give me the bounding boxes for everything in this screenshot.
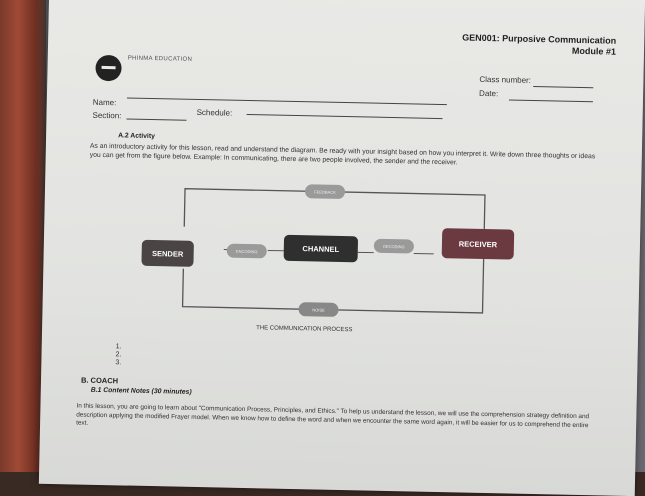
name-label: Name: bbox=[93, 98, 117, 107]
activity-instructions: As an introductory activity for this les… bbox=[90, 143, 600, 171]
section-line bbox=[126, 118, 186, 120]
school-logo-icon bbox=[95, 55, 122, 82]
feedback-pill: FEEDBACK bbox=[305, 184, 345, 199]
logo-text: PHINMA EDUCATION bbox=[128, 55, 192, 62]
class-number-line bbox=[533, 86, 593, 88]
encoding-pill: ENCODING bbox=[227, 244, 267, 259]
module-label: Module #1 bbox=[462, 43, 616, 57]
receiver-box: RECEIVER bbox=[442, 228, 515, 260]
answer-list: 1. 2. 3. bbox=[115, 343, 121, 367]
coach-heading: B. COACH bbox=[81, 377, 118, 386]
document-page: GEN001: Purposive Communication Module #… bbox=[39, 0, 645, 496]
noise-pill: NOISE bbox=[298, 302, 338, 317]
course-header: GEN001: Purposive Communication Module #… bbox=[462, 32, 616, 57]
coach-subheading: B.1 Content Notes (30 minutes) bbox=[91, 387, 192, 398]
answer-1: 1. bbox=[116, 343, 122, 351]
activity-title: A.2 Activity bbox=[118, 132, 155, 141]
sender-box: SENDER bbox=[141, 240, 194, 267]
class-number-label: Class number: bbox=[479, 75, 531, 85]
section-label: Section: bbox=[92, 111, 121, 121]
decoding-pill: DECODING bbox=[374, 239, 414, 254]
channel-box: CHANNEL bbox=[284, 235, 359, 263]
answer-2: 2. bbox=[115, 351, 121, 359]
schedule-line bbox=[247, 114, 443, 119]
date-label: Date: bbox=[479, 89, 498, 98]
answer-3: 3. bbox=[115, 359, 121, 367]
schedule-label: Schedule: bbox=[197, 108, 233, 118]
name-line bbox=[127, 97, 447, 105]
date-line bbox=[509, 99, 593, 102]
coach-body: In this lesson, you are going to learn a… bbox=[76, 402, 600, 438]
